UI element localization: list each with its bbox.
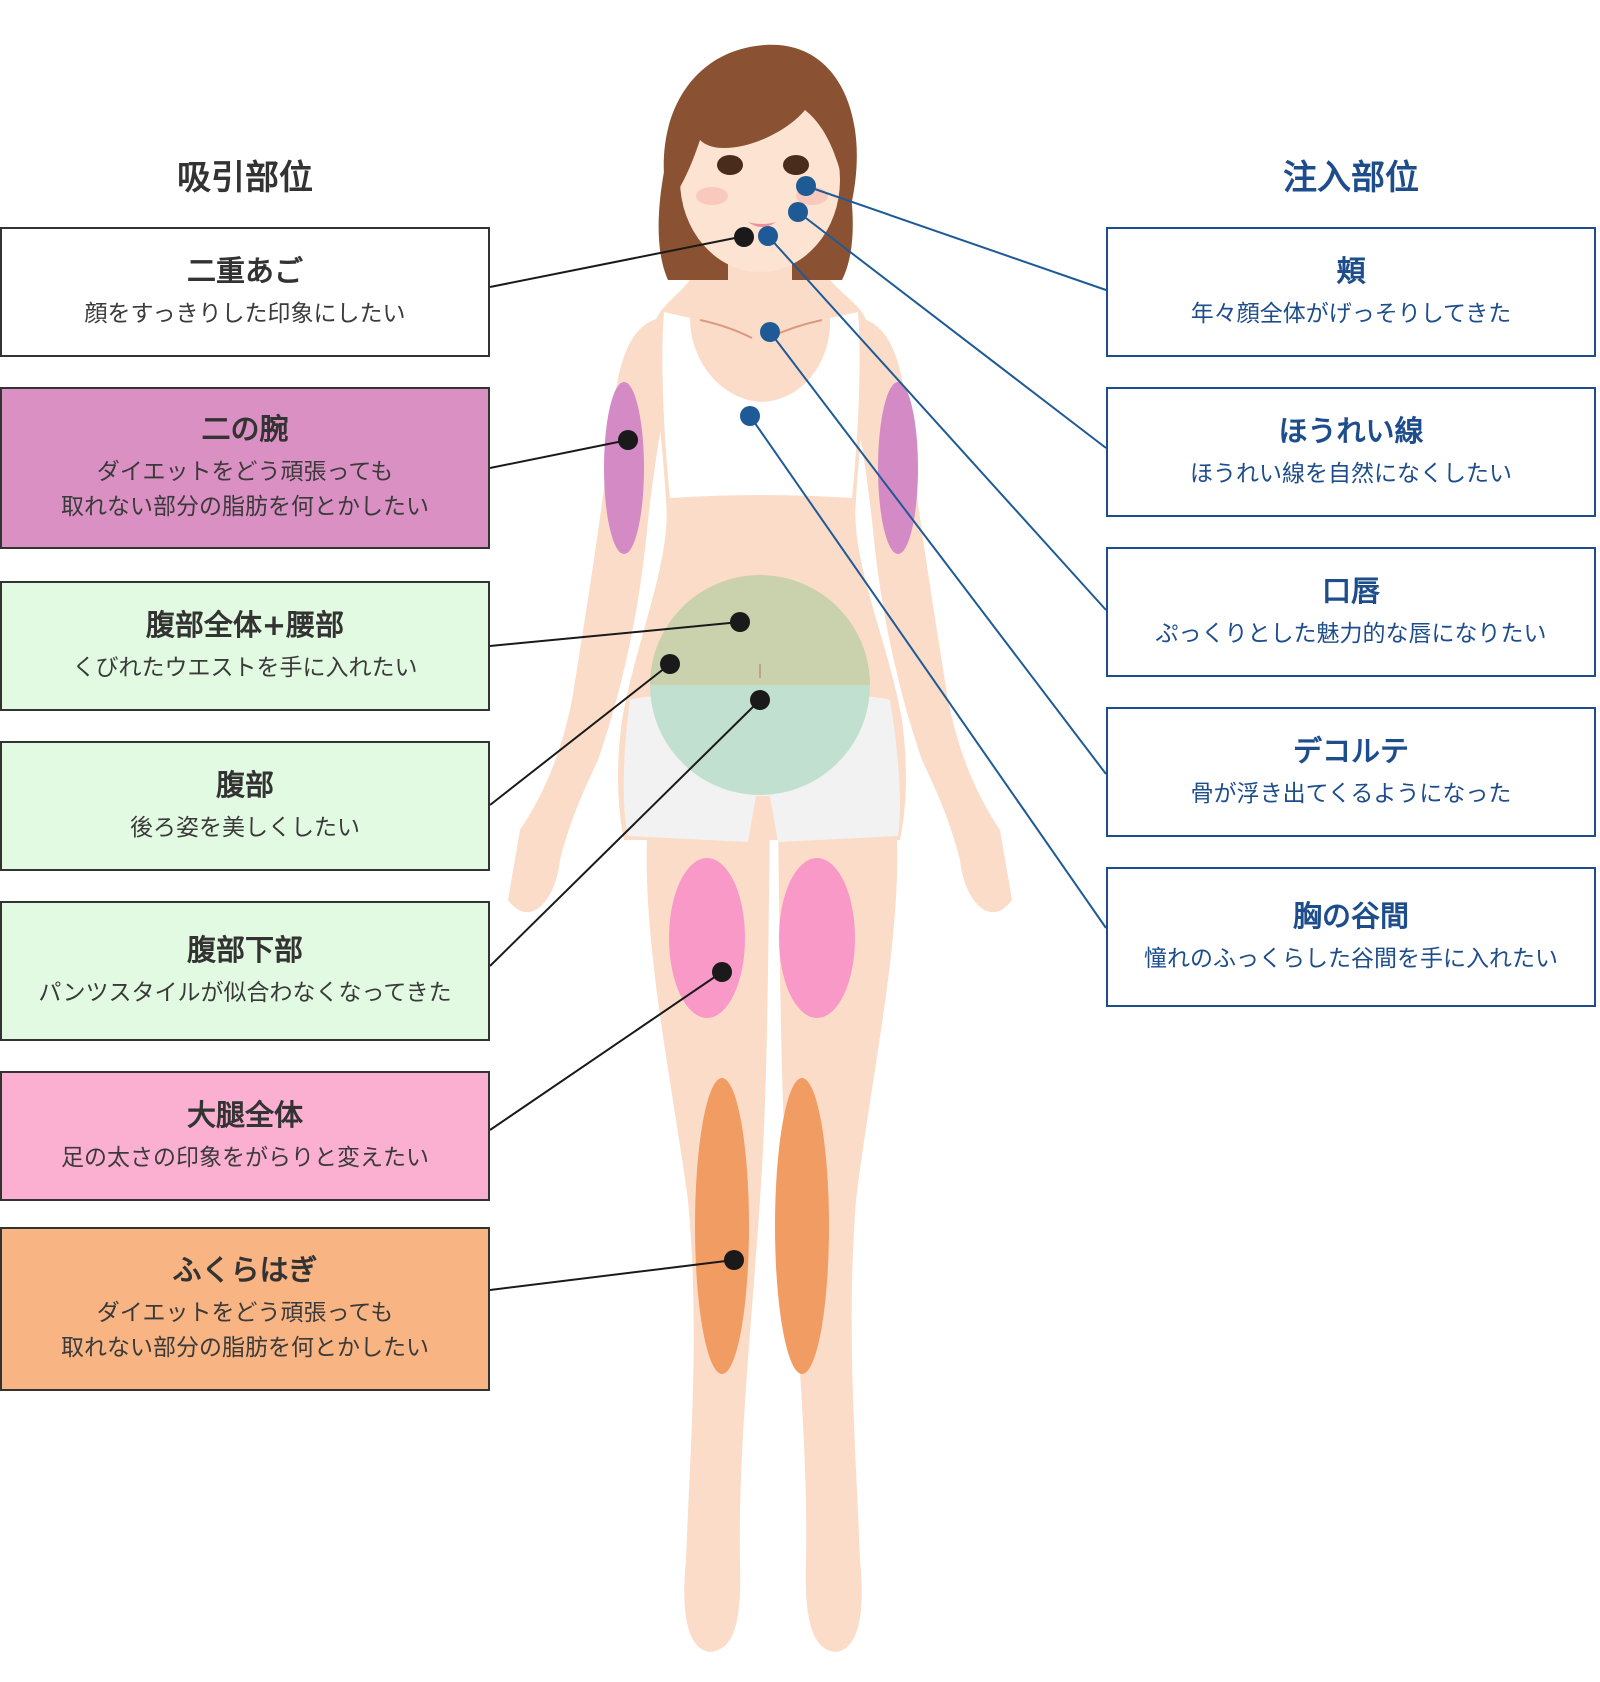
item-desc: ダイエットをどう頑張っても取れない部分の脂肪を何とかしたい (61, 1300, 429, 1361)
marker-abdomen-waist (730, 612, 750, 632)
item-desc: パンツスタイルが似合わなくなってきた (38, 979, 452, 1006)
item-title: 腹部 (215, 767, 274, 802)
marker-lower-abdomen (750, 690, 770, 710)
markers-left (618, 227, 770, 1270)
item-title: 腹部下部 (186, 932, 303, 967)
marker-nasolabial (788, 202, 808, 222)
zone-upper-arm-left (604, 382, 644, 554)
bra (662, 312, 860, 498)
item-title: ふくらはぎ (172, 1253, 318, 1287)
zone-thigh-right (779, 858, 855, 1018)
item-title: ほうれい線 (1278, 413, 1424, 448)
zone-abdomen-lower (650, 685, 870, 795)
zone-calf-left (695, 1078, 749, 1374)
item-title: 腹部全体+腰部 (145, 607, 345, 642)
leader-lines-right (749, 185, 1107, 929)
hair-front (663, 44, 857, 210)
marker-abdomen (660, 654, 680, 674)
item-title: 二重あご (186, 253, 303, 288)
item-title: 二の腕 (201, 412, 289, 446)
zone-calf-right (775, 1078, 829, 1374)
zone-upper-arm-right (878, 382, 918, 554)
leader-lines-left (489, 236, 761, 1291)
liposuction-item-abdomen-waist: 腹部全体+腰部 くびれたウエストを手に入れたい (0, 581, 490, 711)
item-title: 頬 (1336, 253, 1366, 288)
item-desc: 足の太さの印象をがらりと変えたい (61, 1144, 429, 1171)
injection-item-cleavage: 胸の谷間 憧れのふっくらした谷間を手に入れたい (1106, 867, 1596, 1007)
marker-lips (758, 226, 778, 246)
item-desc: 骨が浮き出てくるようになった (1190, 780, 1512, 807)
item-title: 胸の谷間 (1292, 898, 1409, 933)
injection-item-cheek: 頬 年々顔全体がげっそりしてきた (1106, 227, 1596, 357)
marker-double-chin (734, 227, 754, 247)
marker-thigh (712, 962, 732, 982)
item-desc: ダイエットをどう頑張っても取れない部分の脂肪を何とかしたい (61, 459, 429, 520)
markers-right (740, 176, 816, 426)
item-desc: 憧れのふっくらした谷間を手に入れたい (1144, 945, 1558, 972)
item-title: 口唇 (1321, 573, 1380, 608)
marker-decollete (760, 322, 780, 342)
injection-item-decollete: デコルテ 骨が浮き出てくるようになった (1106, 707, 1596, 837)
liposuction-item-upper-arm: 二の腕 ダイエットをどう頑張っても取れない部分の脂肪を何とかしたい (0, 387, 490, 549)
liposuction-item-abdomen: 腹部 後ろ姿を美しくしたい (0, 741, 490, 871)
item-desc: ほうれい線を自然になくしたい (1190, 460, 1512, 487)
injection-heading: 注入部位 (1283, 158, 1419, 198)
liposuction-item-lower-abdomen: 腹部下部 パンツスタイルが似合わなくなってきた (0, 901, 490, 1041)
item-desc: 顔をすっきりした印象にしたい (84, 300, 406, 327)
item-title: 大腿全体 (186, 1097, 303, 1132)
marker-cheek (796, 176, 816, 196)
item-desc: 年々顔全体がげっそりしてきた (1190, 300, 1512, 327)
item-desc: ぷっくりとした魅力的な唇になりたい (1155, 620, 1547, 647)
liposuction-item-thigh: 大腿全体 足の太さの印象をがらりと変えたい (0, 1071, 490, 1201)
zone-abdomen-upper (650, 575, 870, 685)
liposuction-item-calf: ふくらはぎ ダイエットをどう頑張っても取れない部分の脂肪を何とかしたい (0, 1227, 490, 1391)
item-desc: くびれたウエストを手に入れたい (72, 654, 418, 681)
injection-item-nasolabial: ほうれい線 ほうれい線を自然になくしたい (1106, 387, 1596, 517)
zone-thigh-left (669, 858, 745, 1018)
item-desc: 後ろ姿を美しくしたい (130, 814, 360, 841)
marker-cleavage (740, 406, 760, 426)
item-title: デコルテ (1292, 733, 1409, 768)
liposuction-heading: 吸引部位 (177, 158, 313, 198)
marker-upper-arm (618, 430, 638, 450)
injection-item-lips: 口唇 ぷっくりとした魅力的な唇になりたい (1106, 547, 1596, 677)
marker-calf (724, 1250, 744, 1270)
liposuction-item-double-chin: 二重あご 顔をすっきりした印象にしたい (0, 227, 490, 357)
